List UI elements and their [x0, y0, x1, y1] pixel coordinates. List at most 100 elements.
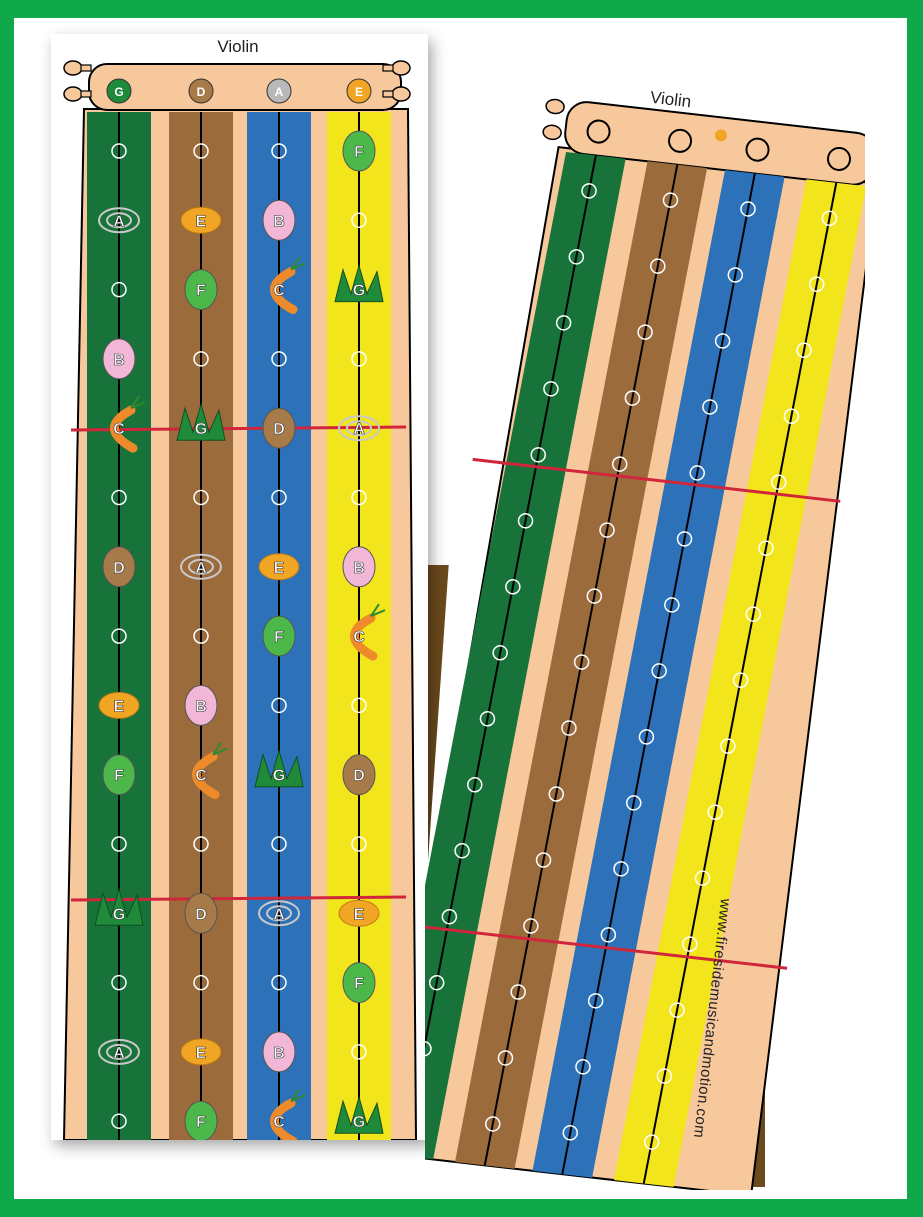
note-label: D	[195, 906, 207, 923]
finger-position-marker	[586, 588, 603, 604]
finger-position-marker	[689, 465, 705, 481]
carrot-icon: C	[110, 395, 146, 453]
frog-icon: F	[342, 130, 376, 172]
finger-position-marker	[428, 974, 445, 991]
finger-position-marker	[600, 927, 617, 943]
note-label: E	[196, 213, 207, 230]
egg-icon: E	[98, 691, 140, 719]
note-label: B	[353, 560, 365, 577]
finger-position-marker	[613, 861, 629, 877]
finger-position-marker	[111, 628, 127, 644]
note-label: G	[273, 768, 285, 785]
finger-position-marker	[611, 456, 628, 472]
finger-position-marker	[568, 249, 585, 265]
note-label: F	[354, 976, 364, 993]
finger-position-marker	[783, 408, 800, 424]
finger-position-marker	[351, 836, 367, 852]
open-string-label: D	[197, 85, 206, 99]
open-string-marker	[586, 119, 611, 144]
open-string-marker	[745, 137, 770, 162]
finger-position-marker	[638, 729, 655, 745]
finger-position-marker	[732, 672, 749, 688]
note-label: E	[354, 906, 365, 923]
finger-position-marker	[351, 697, 367, 714]
finger-position-marker	[650, 258, 666, 274]
finger-position-marker	[441, 908, 458, 925]
finger-position-marker	[727, 267, 744, 283]
grass-icon: G	[94, 887, 144, 926]
note-label: G	[353, 283, 365, 300]
note-label: B	[113, 352, 125, 369]
note-label: C	[273, 283, 285, 300]
finger-position-marker	[193, 836, 209, 852]
note-label: D	[113, 560, 125, 577]
finger-position-marker	[111, 974, 127, 991]
finger-position-marker	[193, 143, 209, 159]
bunny-icon: B	[262, 1031, 296, 1073]
tornado-icon: A	[258, 900, 300, 927]
finger-position-marker	[111, 489, 127, 506]
note-label: D	[353, 768, 365, 785]
bunny-icon: B	[102, 338, 136, 380]
finger-position-marker	[656, 1068, 673, 1084]
dog-icon: D	[102, 546, 136, 588]
bunny-icon: B	[342, 546, 376, 588]
finger-position-marker	[271, 697, 287, 714]
note-label: G	[353, 1114, 365, 1131]
finger-position-marker	[809, 276, 825, 293]
finger-position-marker	[479, 711, 496, 727]
finger-position-marker	[581, 183, 597, 199]
finger-position-marker	[651, 663, 667, 679]
finger-position-marker	[271, 974, 287, 991]
finger-position-marker	[497, 1050, 514, 1066]
tuning-peg-icon	[63, 86, 92, 102]
tornado-icon: A	[266, 78, 292, 104]
finger-position-marker	[351, 489, 367, 506]
note-label: C	[195, 768, 207, 785]
egg-icon: E	[346, 78, 372, 104]
carrot-icon: C	[192, 742, 228, 800]
carrot-icon: C	[350, 603, 386, 661]
frog-icon: F	[184, 1100, 218, 1140]
finger-position-marker	[573, 654, 590, 670]
finger-position-marker	[637, 324, 653, 340]
finger-position-marker	[702, 399, 718, 415]
dog-icon: D	[188, 78, 214, 104]
finger-position-marker	[111, 1113, 127, 1129]
note-label: G	[195, 421, 207, 438]
finger-position-marker	[682, 936, 698, 952]
campfire-icon	[714, 129, 727, 142]
finger-position-marker	[740, 201, 756, 217]
note-label: F	[196, 283, 206, 300]
finger-position-marker	[517, 513, 534, 529]
finger-position-marker	[821, 210, 838, 227]
finger-position-marker	[425, 1040, 432, 1057]
finger-position-marker	[745, 606, 762, 622]
tuning-peg-icon	[382, 86, 411, 102]
note-label: B	[273, 213, 285, 230]
tornado-icon: A	[98, 207, 140, 234]
finger-position-marker	[485, 1116, 501, 1132]
finger-position-marker	[599, 522, 615, 538]
frog-icon: F	[184, 269, 218, 311]
note-label: F	[114, 768, 124, 785]
finger-position-marker	[505, 579, 521, 595]
open-string-label: G	[114, 85, 123, 99]
finger-position-marker	[111, 836, 127, 852]
fret-line	[472, 457, 841, 503]
note-label: B	[273, 1045, 285, 1062]
note-label: G	[113, 906, 125, 923]
grass-icon: G	[176, 402, 226, 441]
finger-position-marker	[193, 628, 209, 644]
tornado-icon: A	[338, 415, 380, 442]
finger-position-marker	[714, 333, 731, 349]
grass-icon: G	[334, 1095, 384, 1134]
finger-position-marker	[758, 540, 774, 556]
finger-position-marker	[662, 192, 679, 208]
finger-position-marker	[510, 984, 526, 1000]
fret-line	[70, 895, 407, 902]
finger-position-marker	[543, 381, 559, 397]
carrot-icon: C	[270, 1088, 306, 1140]
fret-line	[425, 924, 788, 970]
note-label: F	[196, 1114, 206, 1131]
